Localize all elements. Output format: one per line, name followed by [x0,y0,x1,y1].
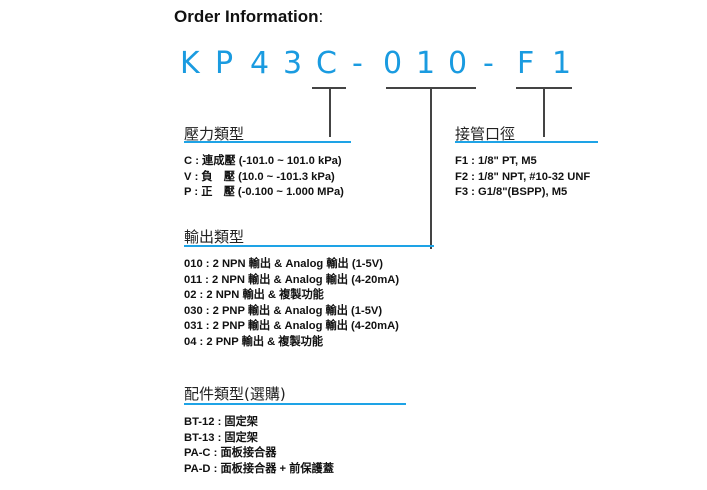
model-code-char: 1 [552,46,572,81]
output-connector [430,87,432,249]
list-item: PA-C : 面板接合器 [184,447,277,459]
list-item: P : 正 壓 (-0.100 ~ 1.000 MPa) [184,186,344,198]
model-code-char: 0 [448,46,468,81]
model-code-char: - [352,46,363,81]
list-item: C : 連成壓 (-101.0 ~ 101.0 kPa) [184,155,342,167]
fitting-heading: 接管口徑 [455,125,516,143]
list-item: F1 : 1/8" PT, M5 [455,155,537,167]
fitting-rule [455,141,598,143]
output-heading: 輸出類型 [184,228,245,246]
model-code-char: F [517,46,535,81]
output-list: 010 : 2 NPN 輸出 & Analog 輸出 (1-5V) 011 : … [184,257,399,350]
model-code-char: C [316,46,337,81]
list-item: 02 : 2 NPN 輸出 & 複製功能 [184,289,324,301]
model-code-char: - [483,46,494,81]
accessory-list: BT-12 : 固定架 BT-13 : 固定架 PA-C : 面板接合器 PA-… [184,415,334,477]
model-code-char: 0 [383,46,403,81]
accessory-rule [184,403,406,405]
list-item: 011 : 2 NPN 輸出 & Analog 輸出 (4-20mA) [184,273,400,286]
model-code-char: 3 [283,46,303,81]
list-item: F3 : G1/8"(BSPP), M5 [455,186,568,198]
page-title-colon: : [318,7,324,26]
list-item: 031 : 2 PNP 輸出 & Analog 輸出 (4-20mA) [184,320,399,332]
list-item: PA-D : 面板接合器 + 前保護蓋 [184,462,334,475]
fitting-list: F1 : 1/8" PT, M5 F2 : 1/8" NPT, #10-32 U… [455,154,590,201]
pressure-connector [329,87,331,137]
model-code-char: P [215,46,234,81]
list-item: F2 : 1/8" NPT, #10-32 UNF [455,170,591,183]
list-item: V : 負 壓 (10.0 ~ -101.3 kPa) [184,170,335,183]
list-item: 04 : 2 PNP 輸出 & 複製功能 [184,335,324,348]
model-code-char: K [180,46,200,81]
list-item: 010 : 2 NPN 輸出 & Analog 輸出 (1-5V) [184,258,383,270]
output-rule [184,245,434,247]
list-item: 030 : 2 PNP 輸出 & Analog 輸出 (1-5V) [184,304,383,317]
accessory-heading: 配件類型(選購) [184,385,286,403]
page-title: Order Information: [174,7,323,27]
fitting-connector [543,87,545,137]
pressure-list: C : 連成壓 (-101.0 ~ 101.0 kPa) V : 負 壓 (10… [184,154,344,201]
page-title-text: Order Information [174,7,319,26]
list-item: BT-12 : 固定架 [184,416,258,428]
model-code-char: 4 [250,46,270,81]
model-code-char: 1 [416,46,436,81]
pressure-heading: 壓力類型 [184,125,245,143]
pressure-rule [184,141,351,143]
list-item: BT-13 : 固定架 [184,431,258,444]
